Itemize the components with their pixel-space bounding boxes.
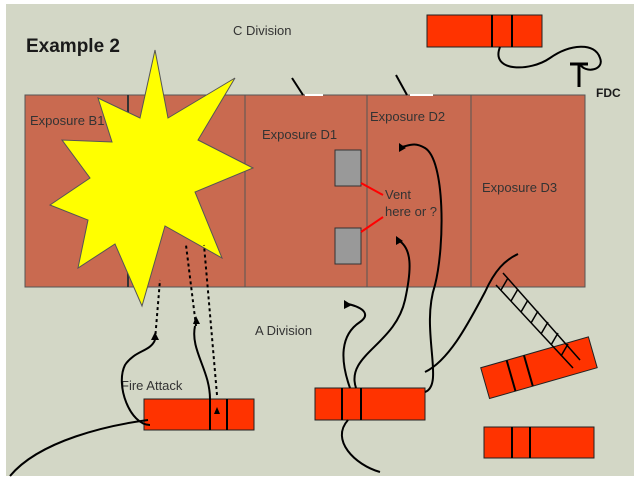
exposure-d2-block [366,94,472,288]
vent-arrow-lower [360,216,384,233]
vent-label-line1: Vent [385,187,411,202]
roof-mark [291,77,304,96]
fire-attack-marker [214,407,220,414]
engine-top [426,14,543,48]
fdc-label: FDC [596,86,621,100]
hose-line-attack-3-dotted [203,244,218,396]
a-division-label: A Division [255,323,312,338]
fdc-connection-icon [570,62,588,87]
hose-line-center-1 [342,303,367,389]
roof-mark [395,74,408,96]
hose-line-attack-2-dotted [185,244,197,327]
hose-line-top-engine [497,45,602,71]
exposure-d3-label: Exposure D3 [482,180,557,195]
fire-burst-icon [48,49,255,308]
exposure-d2-label: Exposure D2 [370,109,445,124]
hose-line-attack-1-dotted [154,279,161,341]
engine-center [314,387,426,421]
exposure-b1-label: Exposure B1 [30,113,104,128]
hose-line-attack-2 [193,325,211,400]
slide-title: Example 2 [26,36,120,57]
window-lower [334,227,362,265]
ladder-truck [480,336,598,400]
hose-lines [9,45,602,477]
c-division-label: C Division [233,23,292,38]
engine-fire-attack [143,398,255,431]
hose-line-fdc [424,253,519,373]
hose-line-center-2 [353,239,411,389]
hose-line-attack-1 [120,339,156,426]
engine-bottom-right [483,426,595,459]
hose-arrow-icon [151,143,406,340]
hose-line-center-3 [401,143,443,393]
exposure-d3-block [470,94,586,288]
fire-attack-label: Fire Attack [121,378,183,393]
vent-label-line2: here or ? [385,204,437,219]
exposure-d1-label: Exposure D1 [262,127,337,142]
ladder-icon [495,272,581,369]
vent-arrow-upper [360,182,384,196]
hose-line-center-supply [341,419,381,473]
window-upper [334,149,362,187]
hose-line-supply-left [9,419,149,477]
